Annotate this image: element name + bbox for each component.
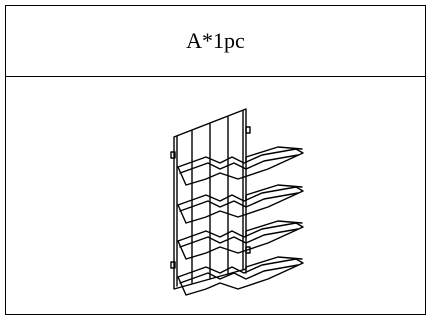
parts-table: A*1pc — [5, 5, 426, 315]
wine-rack-drawing — [170, 108, 304, 296]
part-label: A*1pc — [186, 28, 245, 53]
tier-3 — [177, 220, 304, 260]
back-frame — [170, 108, 251, 290]
part-image-cell — [6, 77, 425, 315]
tier-4 — [177, 256, 304, 296]
part-label-cell: A*1pc — [6, 6, 425, 76]
tier-1 — [177, 146, 304, 186]
table-divider — [6, 76, 425, 77]
tier-2 — [177, 184, 304, 224]
